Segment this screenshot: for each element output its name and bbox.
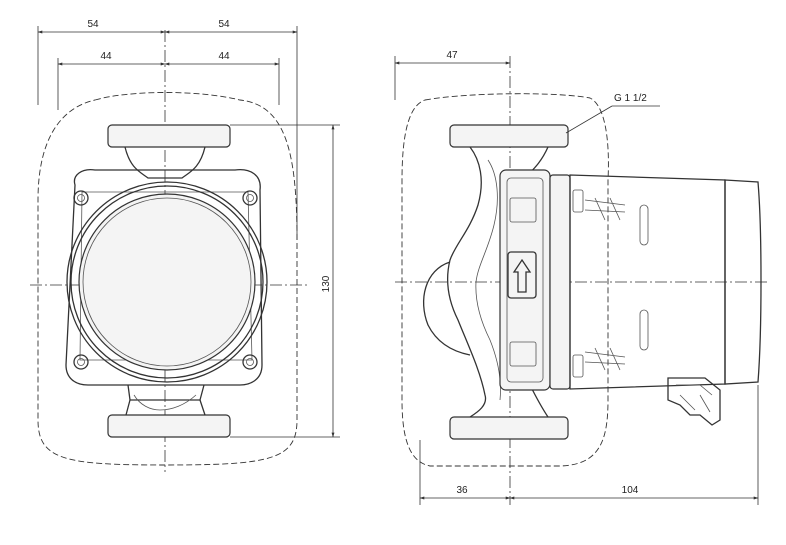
front-bottom-neck-left — [125, 399, 131, 416]
dim-front-bolt-right: 44 — [218, 51, 230, 62]
front-pump-body-inner — [79, 191, 253, 361]
thread-leader-line — [565, 105, 613, 134]
side-bolt-bottom — [572, 354, 584, 378]
dim-front-bolt-left: 44 — [100, 51, 112, 62]
dim-front-height: 130 — [321, 275, 332, 292]
front-pump-body — [65, 169, 263, 386]
front-bolts — [73, 190, 258, 370]
front-bottom-connector — [127, 384, 205, 401]
side-volute — [447, 146, 487, 418]
side-clip-bottom — [584, 347, 626, 371]
dim-side-bottom-right: 104 — [622, 485, 639, 496]
dim-front-total-right: 54 — [218, 19, 230, 30]
side-top-flange — [449, 124, 569, 148]
side-vent-slot — [639, 204, 649, 246]
front-motor-ring — [70, 185, 264, 379]
flow-arrow-box — [507, 251, 537, 299]
flow-direction-arrow-icon — [512, 258, 532, 293]
bolt-icon — [242, 190, 258, 206]
side-flange-inner — [506, 177, 544, 383]
side-lower-bulge — [422, 261, 471, 356]
side-view: 47 G 1 1/2 36 104 — [394, 50, 770, 505]
bolt-icon — [73, 354, 89, 370]
bolt-icon — [246, 194, 254, 202]
bolt-icon — [73, 190, 89, 206]
dim-front-total-left: 54 — [87, 19, 99, 30]
front-envelope — [37, 92, 298, 466]
bolt-icon — [242, 354, 258, 370]
side-motor-rear-cap — [724, 179, 762, 385]
side-volute-inner — [475, 159, 501, 401]
front-bottom-clip — [133, 394, 197, 411]
bolt-icon — [77, 358, 85, 366]
dim-side-bottom-left: 36 — [456, 485, 468, 496]
front-view: 54 54 44 44 130 — [30, 19, 340, 472]
front-top-flange — [107, 124, 231, 148]
front-motor-inner-face — [82, 197, 252, 367]
thread-label: G 1 1/2 — [614, 93, 647, 104]
side-terminal-connector — [667, 377, 721, 426]
side-plate-slot-top — [509, 197, 537, 223]
side-envelope — [401, 93, 609, 467]
side-bottom-flange — [449, 416, 569, 440]
side-vent-slot — [639, 309, 649, 351]
side-motor-ring — [549, 174, 571, 390]
front-motor-outer-ring — [66, 181, 268, 383]
front-motor-face — [78, 193, 256, 371]
side-bolt-top — [572, 189, 584, 213]
side-terminal-detail — [676, 384, 713, 413]
side-clip-top — [584, 197, 626, 221]
front-top-neck — [124, 146, 206, 179]
bolt-icon — [77, 194, 85, 202]
dim-side-top-width: 47 — [446, 50, 458, 61]
front-bottom-neck-right — [199, 399, 206, 416]
front-bottom-flange — [107, 414, 231, 438]
bolt-icon — [246, 358, 254, 366]
side-plate-slot-bottom — [509, 341, 537, 367]
